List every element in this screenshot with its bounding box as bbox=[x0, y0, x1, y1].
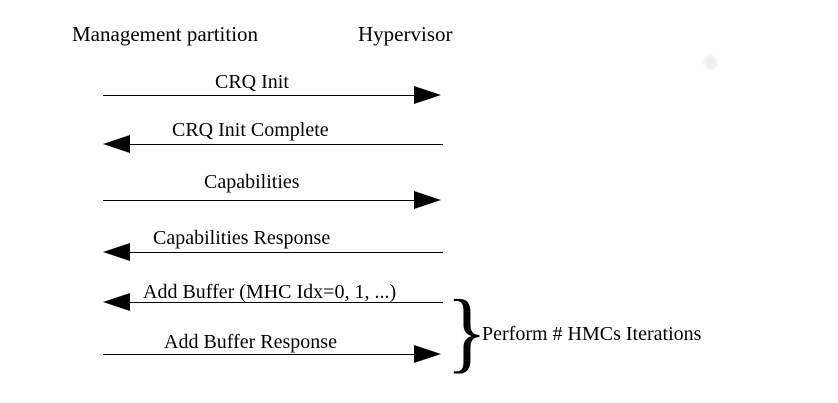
message-line-3 bbox=[103, 200, 415, 201]
arrowhead-left-icon-2 bbox=[103, 135, 130, 153]
message-label-2: CRQ Init Complete bbox=[172, 119, 329, 141]
arrowhead-left-icon-5 bbox=[103, 293, 130, 311]
message-line-5 bbox=[128, 302, 443, 303]
iteration-brace-glyph: } bbox=[446, 280, 488, 382]
message-label-6: Add Buffer Response bbox=[164, 331, 337, 353]
iteration-brace-note: Perform # HMCs Iterations bbox=[482, 323, 702, 345]
lane-header-hypervisor: Hypervisor bbox=[358, 22, 453, 46]
message-line-4 bbox=[128, 252, 443, 253]
arrowhead-right-icon-6 bbox=[414, 345, 441, 363]
message-line-1 bbox=[103, 95, 415, 96]
lane-header-management-partition: Management partition bbox=[72, 22, 259, 46]
scan-artifact-smudge bbox=[703, 55, 718, 70]
arrowhead-right-icon-3 bbox=[414, 191, 441, 209]
message-line-6 bbox=[103, 354, 415, 355]
arrowhead-right-icon-1 bbox=[414, 86, 441, 104]
message-label-3: Capabilities bbox=[204, 171, 300, 193]
message-label-1: CRQ Init bbox=[215, 71, 289, 93]
message-line-2 bbox=[128, 144, 443, 145]
message-label-5: Add Buffer (MHC Idx=0, 1, ...) bbox=[143, 281, 397, 303]
message-label-4: Capabilities Response bbox=[153, 227, 331, 249]
arrowhead-left-icon-4 bbox=[103, 243, 130, 261]
